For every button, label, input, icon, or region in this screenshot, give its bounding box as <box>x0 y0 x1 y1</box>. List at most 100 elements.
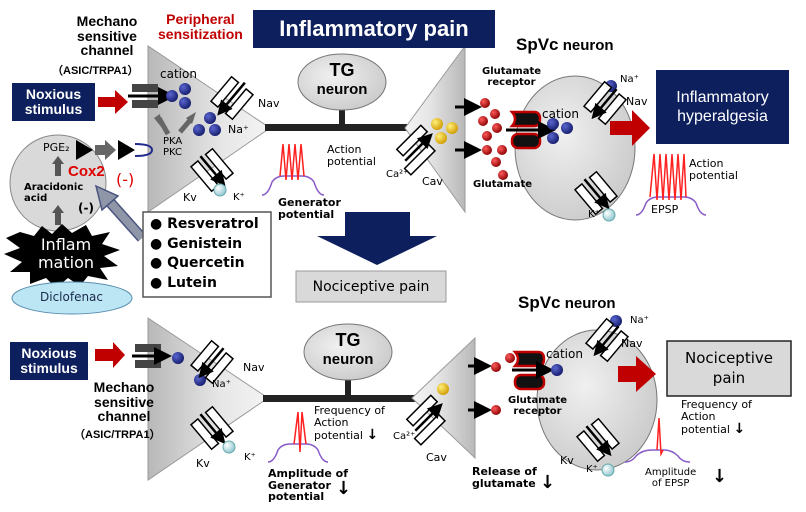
post-kv-channel-icon-top <box>573 170 619 216</box>
arachidonic-acid-label: Aracidonic acid <box>24 182 84 204</box>
post-action-potential-label-top: Action potential <box>689 157 738 182</box>
inflammation-burst-icon <box>4 224 120 288</box>
kv-channel-icon-top <box>189 147 235 193</box>
glutamate-receptor-icon-top <box>506 110 556 150</box>
stimulus-arrow-bottom <box>95 342 125 368</box>
post-k-ion-label-top: K⁺ <box>588 209 600 220</box>
ca-ion-label-bottom: Ca²⁺ <box>393 431 416 442</box>
peripheral-terminal-top <box>147 45 271 213</box>
post-cation-balls-top <box>547 118 573 144</box>
diclofenac-label: Diclofenac <box>40 290 104 304</box>
post-nav-channel-icon-top <box>582 80 628 126</box>
nociceptive-pain-box <box>295 270 447 303</box>
kv-channel-icon-bottom <box>189 405 235 451</box>
transition-arrow <box>317 212 437 265</box>
axon-bottom <box>263 395 415 402</box>
epsp-label-top: EPSP <box>651 203 679 216</box>
post-nav-label-top: Nav <box>626 95 648 108</box>
spvc-title-top: SpVc neuron <box>516 35 614 54</box>
calcium-vesicle-bottom <box>437 383 449 395</box>
cation-balls-top <box>166 83 221 136</box>
k-ion-label-top: K⁺ <box>233 192 245 203</box>
na-ion-label-bottom: Na⁺ <box>212 379 231 390</box>
down-arrow-icon: ↓ <box>733 421 746 438</box>
mechano-sub-top: （ASIC/TRPA1） <box>52 65 139 77</box>
noxious-stimulus-top: Noxious stimulus <box>12 83 95 121</box>
post-cation-label-top: cation <box>542 107 579 121</box>
nav-channel-icon-bottom <box>189 339 235 385</box>
generator-potential-label: Generator potential <box>278 196 341 221</box>
cav-channel-icon-top <box>395 124 437 176</box>
nociceptive-outcome-label: Nociceptive pain <box>685 349 773 387</box>
amp-epsp-label: Amplitude of EPSP <box>645 467 697 489</box>
peripheral-sensitization-label: Peripheral sensitization <box>158 11 243 42</box>
diclofenac-ellipse <box>11 281 133 315</box>
tg-neuron-bottom <box>303 323 393 381</box>
post-cation-label-bottom: cation <box>546 347 583 361</box>
kv-label-top: Kv <box>183 191 197 204</box>
post-kv-label-bottom: Kv <box>560 454 574 467</box>
na-ion-label-top: Na⁺ <box>228 123 249 136</box>
cox2-label: Cox2 <box>68 163 105 180</box>
k-ion-label-bottom: K⁺ <box>244 452 256 463</box>
nociceptive-outcome-box <box>666 340 792 397</box>
glutamate-receptor-label-top: Glutamate receptor <box>482 66 542 88</box>
mechano-label-bottom: Mechano sensitive channel <box>93 379 155 425</box>
post-nav-label-bottom: Nav <box>621 337 643 350</box>
mechano-channel-icon-bottom <box>132 344 172 368</box>
cav-label-top: Cav <box>422 175 443 188</box>
inhibition-arrow <box>94 184 147 242</box>
nociceptive-pain-label: Nociceptive pain <box>312 278 430 295</box>
post-k-ion-label-bottom: K⁺ <box>586 464 598 475</box>
glutamate-label-top: Glutamate <box>473 179 533 190</box>
kv-label-bottom: Kv <box>196 457 210 470</box>
amp-gen-label-bottom: Amplitude of Generator potential <box>268 467 348 504</box>
glutamate-balls-top <box>478 98 508 180</box>
ca-ion-label-top: Ca²⁺ <box>386 169 409 180</box>
down-arrow-icon: ↓ <box>712 466 728 487</box>
compounds-box <box>142 211 272 298</box>
central-terminal-bottom <box>411 336 476 460</box>
axon-top <box>265 124 415 131</box>
mechano-sub-bottom: （ASIC/TRPA1） <box>74 429 161 441</box>
mechano-label-top: Mechano sensitive channel <box>76 13 138 59</box>
inhibit-minus-black: (-) <box>78 201 94 215</box>
mechano-channel-icon-top <box>128 84 176 108</box>
inhibit-minus-red: (-) <box>116 170 135 189</box>
outcome-arrow-top <box>610 110 650 146</box>
post-na-ion-label-top: Na⁺ <box>620 74 639 85</box>
inflammation-label: Inflam mation <box>37 235 95 272</box>
stimulus-arrow-top <box>98 90 128 114</box>
calcium-vesicles-top <box>431 118 458 144</box>
compound-item: ● Quercetin <box>150 255 245 271</box>
tg-neuron-label-top: TG neuron <box>316 60 368 98</box>
compound-item: ● Genistein <box>150 235 243 252</box>
nav-channel-icon-top <box>209 75 255 121</box>
pka-label: PKA <box>163 136 183 147</box>
post-nav-channel-icon-bottom <box>584 317 630 363</box>
cav-label-bottom: Cav <box>426 451 447 464</box>
post-na-ion-label-bottom: Na⁺ <box>630 315 649 326</box>
release-glutamate-label: Release of glutamate <box>472 465 537 490</box>
tg-neuron-top <box>297 53 387 111</box>
down-arrow-icon: ↓ <box>366 427 379 444</box>
outcome-arrow-bottom <box>618 356 656 392</box>
inflammatory-hyperalgesia-box: Inflammatory hyperalgesia <box>656 70 789 144</box>
noxious-stimulus-bottom: Noxious stimulus <box>10 342 88 380</box>
page-title: Inflammatory pain <box>253 10 495 48</box>
nav-label-top: Nav <box>258 97 280 110</box>
freq-ap-label-bottom: Frequency of Action potential ↓ <box>314 404 385 444</box>
down-arrow-icon: ↓ <box>336 478 352 499</box>
nav-label-bottom: Nav <box>243 361 265 374</box>
compound-item: ● Lutein <box>150 274 217 291</box>
tg-neuron-label-bottom: TG neuron <box>322 330 374 368</box>
action-potential-label-top: Action potential <box>327 143 376 168</box>
pge2-label: PGE₂ <box>43 141 70 154</box>
spvc-title-bottom: SpVc neuron <box>518 293 616 312</box>
compounds-list: ● Resveratrol ● Genistein ● Quercetin ● … <box>150 215 259 293</box>
action-potential-trace-top <box>261 143 325 196</box>
post-freq-ap-label-bottom: Frequency of Action potential ↓ <box>681 398 752 438</box>
compound-item: ● Resveratrol <box>150 216 259 232</box>
cav-channel-icon-bottom <box>405 394 447 446</box>
